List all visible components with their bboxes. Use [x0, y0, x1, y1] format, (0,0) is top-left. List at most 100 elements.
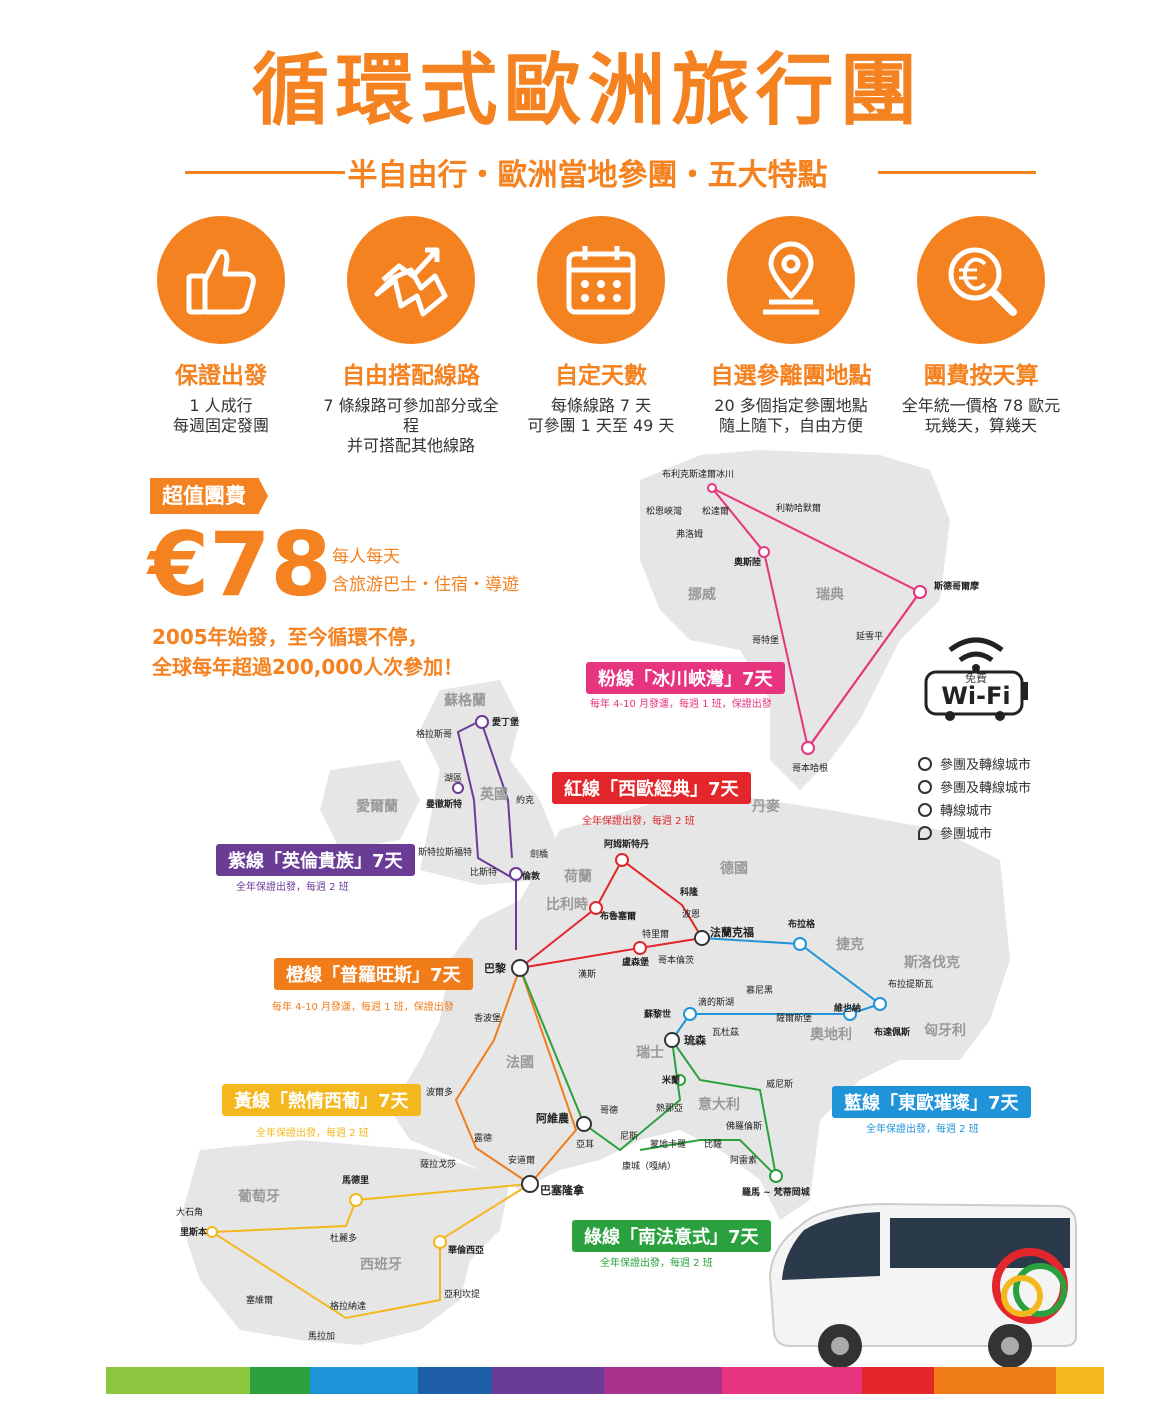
feature-pick-location: 自選參離團地點 20 多個指定參團地點隨上隨下，自由方便 [696, 216, 886, 436]
city-label: 蒙地卡羅 [650, 1140, 687, 1150]
country-label: 蘇格蘭 [444, 693, 486, 709]
country-label: 挪威 [688, 587, 716, 603]
legend-label: 轉線城市 [940, 804, 993, 819]
city-label: 比斯特 [470, 868, 498, 878]
blue-route-label: 藍線「東歐璀璨」7天 [832, 1086, 1031, 1118]
country-label: 葡萄牙 [238, 1189, 280, 1205]
city-label: 哥本哈根 [792, 764, 829, 774]
country-label: 德國 [720, 861, 748, 877]
city-label: 劍橋 [530, 850, 549, 860]
calendar-icon [537, 216, 665, 344]
country-label: 匈牙利 [924, 1023, 966, 1039]
purple-route-label: 紫線「英倫貴族」7天 [216, 844, 415, 876]
city-marker [521, 1175, 539, 1193]
subtitle-divider-left [185, 171, 345, 174]
blue-route-note: 全年保證出發，每週 2 班 [866, 1124, 979, 1135]
wifi-free-label: 免費 [965, 672, 987, 685]
city-label: 亞耳 [576, 1140, 595, 1150]
city-marker [683, 1007, 697, 1021]
legend-item: 參團及轉線城市 [918, 752, 1031, 775]
city-marker [769, 1169, 783, 1183]
city-label: 蘇黎世 [644, 1010, 672, 1020]
transfer-join-icon [918, 756, 932, 771]
city-marker [793, 937, 807, 951]
bottom-color-bar [106, 1367, 1104, 1394]
city-label: 尼斯 [620, 1132, 639, 1142]
city-marker [509, 867, 523, 881]
city-label: 阿維農 [536, 1112, 569, 1125]
green-route-path [519, 967, 778, 1179]
purple-route-path [456, 719, 517, 950]
feature-desc-line: 7 條線路可參加部分或全程 [323, 396, 499, 435]
color-segment [934, 1367, 1056, 1394]
yellow-route-note: 全年保證出發，每週 2 班 [256, 1128, 369, 1139]
city-label: 阿雷素 [730, 1156, 758, 1166]
city-label: 香波堡 [474, 1014, 502, 1024]
tour-bus-illustration [768, 1202, 1077, 1368]
red-route-note: 全年保證出發，每週 2 班 [582, 816, 695, 827]
feature-desc: 1 人成行每週固定發團 [126, 396, 316, 436]
legend-label: 參團及轉線城市 [940, 758, 1032, 773]
purple-route [456, 719, 517, 950]
city-label: 馬拉加 [308, 1332, 336, 1342]
feature-desc-line: 全年統一價格 78 歐元 [901, 396, 1061, 415]
city-label: 大石角 [176, 1208, 204, 1218]
transfer-city-icon [918, 802, 932, 817]
city-marker [433, 1235, 447, 1249]
city-label: 薩爾斯堡 [776, 1014, 813, 1024]
feature-desc-line: 并可搭配其他線路 [346, 436, 475, 455]
legend-item: 轉線城市 [918, 798, 1031, 821]
city-label: 佛羅倫斯 [726, 1122, 763, 1132]
city-label: 慕尼黑 [746, 986, 774, 996]
city-label: 亞利坎提 [444, 1290, 481, 1300]
euro-search-icon [917, 216, 1045, 344]
city-label: 安道爾 [508, 1156, 536, 1166]
city-label: 瓦杜茲 [712, 1028, 740, 1038]
city-label: 阿姆斯特丹 [604, 840, 650, 850]
feature-desc-line: 隨上隨下，自由方便 [718, 416, 863, 435]
city-label: 松達爾 [702, 507, 730, 517]
city-marker [707, 483, 717, 493]
orange-route-path [454, 967, 578, 1186]
feature-desc-line: 可參團 1 天至 49 天 [527, 416, 675, 435]
since-line: 2005年始發，至今循環不停， [152, 625, 428, 649]
transfer-join-icon [918, 779, 932, 794]
city-label: 利勒哈默爾 [776, 504, 822, 514]
city-label: 約克 [516, 796, 535, 806]
city-label: 斯特拉斯福特 [418, 848, 473, 858]
city-marker [843, 1007, 857, 1021]
country-label: 愛爾蘭 [356, 799, 398, 815]
page-title: 循環式歐洲旅行團 [251, 46, 924, 136]
feature-desc: 20 多個指定參團地點隨上隨下，自由方便 [696, 396, 886, 436]
route-map-icon [347, 216, 475, 344]
color-segment [310, 1367, 418, 1394]
color-segment [106, 1367, 250, 1394]
color-segment [492, 1367, 604, 1394]
city-label: 布魯塞爾 [600, 912, 637, 922]
color-segment [250, 1367, 310, 1394]
city-label: 熱那亞 [656, 1104, 684, 1114]
feature-desc-line: 玩幾天，算幾天 [924, 416, 1037, 435]
city-marker [452, 782, 464, 794]
feature-title: 自定天數 [555, 363, 647, 389]
city-label: 哥本倫茨 [658, 956, 695, 966]
wifi-icon [924, 637, 1028, 721]
feature-desc-line: 20 多個指定參團地點 [714, 396, 868, 415]
city-label: 馬德里 [342, 1176, 370, 1186]
city-label: 法蘭克福 [710, 926, 754, 939]
country-label: 西班牙 [360, 1257, 402, 1273]
green-route-note: 全年保證出發，每週 2 班 [600, 1258, 713, 1269]
city-label: 哥特堡 [752, 636, 780, 646]
orange-route-label: 橙線「普羅旺斯」7天 [274, 958, 473, 990]
color-segment [418, 1367, 492, 1394]
country-label: 斯洛伐克 [904, 955, 960, 971]
price-amount: €78 [148, 513, 332, 616]
city-markers [206, 483, 927, 1249]
country-label: 捷克 [836, 937, 864, 953]
country-label: 瑞典 [816, 587, 844, 603]
legend-item: 參團及轉線城市 [918, 775, 1031, 798]
city-label: 延雪平 [856, 632, 884, 642]
feature-desc: 每條線路 7 天可參團 1 天至 49 天 [506, 396, 696, 436]
color-segment [1056, 1367, 1104, 1394]
feature-guaranteed-departure: 保證出發 1 人成行每週固定發團 [126, 216, 316, 436]
